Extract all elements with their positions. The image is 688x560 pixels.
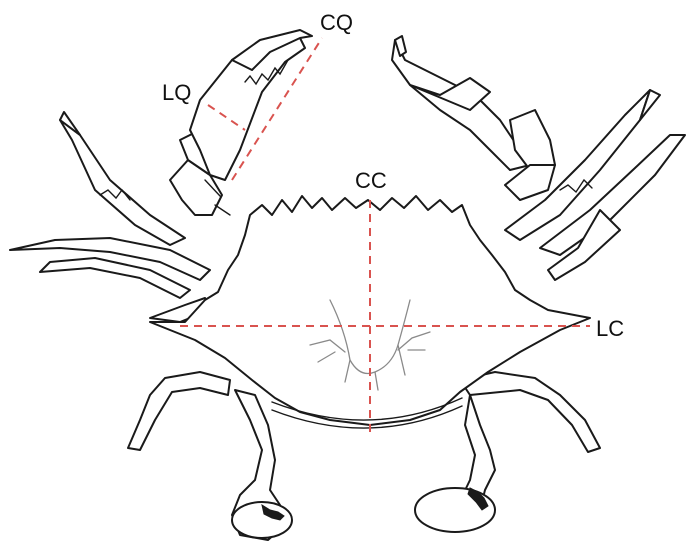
label-lc: LC bbox=[596, 316, 624, 341]
right-cheliped bbox=[392, 36, 555, 200]
left-cheliped bbox=[170, 30, 312, 215]
label-cc: CC bbox=[355, 168, 387, 193]
label-cq: CQ bbox=[320, 10, 353, 35]
left-walking-legs bbox=[10, 112, 210, 322]
label-lq: LQ bbox=[162, 80, 191, 105]
